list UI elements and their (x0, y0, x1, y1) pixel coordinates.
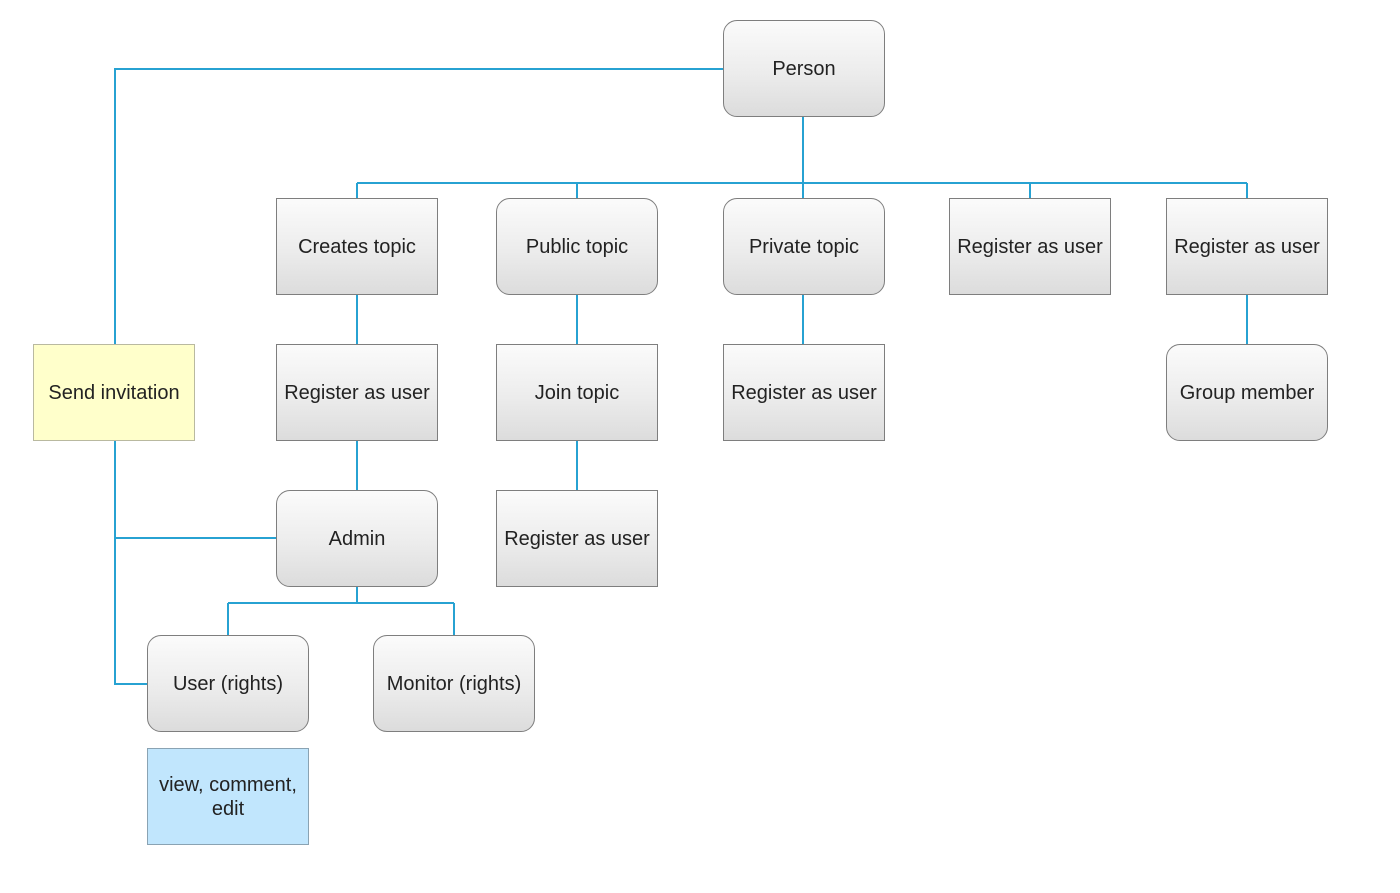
node-group-member[interactable]: Group member (1166, 344, 1328, 441)
node-person[interactable]: Person (723, 20, 885, 117)
node-register-as-user-public[interactable]: Register as user (496, 490, 658, 587)
node-person-label: Person (772, 57, 836, 80)
node-user-rights-note[interactable]: view, comment, edit (147, 748, 309, 845)
node-send-invitation[interactable]: Send invitation (33, 344, 195, 441)
node-register-as-user-creates[interactable]: Register as user (276, 344, 438, 441)
node-group-member-label: Group member (1179, 381, 1315, 404)
node-monitor-rights-label: Monitor (rights) (386, 672, 522, 695)
node-register-as-user-4-label: Register as user (957, 235, 1103, 258)
node-register-as-user-private[interactable]: Register as user (723, 344, 885, 441)
connector-person-invitation (114, 68, 723, 344)
node-creates-topic-label: Creates topic (298, 235, 416, 258)
node-public-topic[interactable]: Public topic (496, 198, 658, 295)
node-user-rights-label: User (rights) (172, 672, 283, 695)
node-private-topic-label: Private topic (748, 235, 860, 258)
node-join-topic-label: Join topic (534, 381, 620, 404)
node-public-topic-label: Public topic (525, 235, 629, 258)
connector-invitation-down (114, 441, 147, 685)
node-private-topic[interactable]: Private topic (723, 198, 885, 295)
node-register-as-user-creates-label: Register as user (284, 381, 430, 404)
node-send-invitation-label: Send invitation (48, 381, 180, 404)
node-register-as-user-private-label: Register as user (731, 381, 877, 404)
node-user-rights[interactable]: User (rights) (147, 635, 309, 732)
node-register-as-user-5-label: Register as user (1174, 235, 1320, 258)
node-admin-label: Admin (328, 527, 386, 550)
node-monitor-rights[interactable]: Monitor (rights) (373, 635, 535, 732)
node-register-as-user-4[interactable]: Register as user (949, 198, 1111, 295)
node-creates-topic[interactable]: Creates topic (276, 198, 438, 295)
node-admin[interactable]: Admin (276, 490, 438, 587)
node-register-as-user-5[interactable]: Register as user (1166, 198, 1328, 295)
node-register-as-user-public-label: Register as user (504, 527, 650, 550)
node-user-rights-note-label: view, comment, edit (159, 773, 297, 820)
node-join-topic[interactable]: Join topic (496, 344, 658, 441)
